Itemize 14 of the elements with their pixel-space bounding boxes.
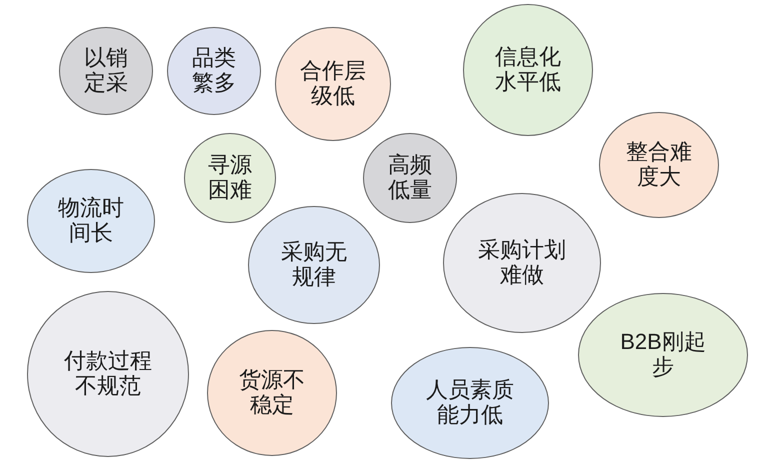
bubble-label: 货源不稳定 [238, 368, 306, 418]
bubble-label: 信息化水平低 [494, 45, 562, 95]
bubble-label: 人员素质能力低 [424, 378, 515, 428]
bubble-label: 整合难度大 [624, 140, 693, 190]
bubble-label: 物流时间长 [56, 196, 125, 246]
bubble-label: 以销定采 [82, 46, 129, 96]
bubble-label: 采购无规律 [280, 240, 348, 290]
bubble-label: 采购计划难做 [476, 238, 567, 288]
bubble-label: B2B刚起步 [619, 330, 707, 380]
bubble-label: 品类繁多 [190, 46, 237, 96]
bubble-label: 付款过程不规范 [62, 349, 153, 399]
bubble-label: 寻源困难 [206, 153, 253, 203]
bubble-label: 合作层级低 [298, 59, 367, 109]
bubble-label: 高频低量 [386, 153, 433, 203]
